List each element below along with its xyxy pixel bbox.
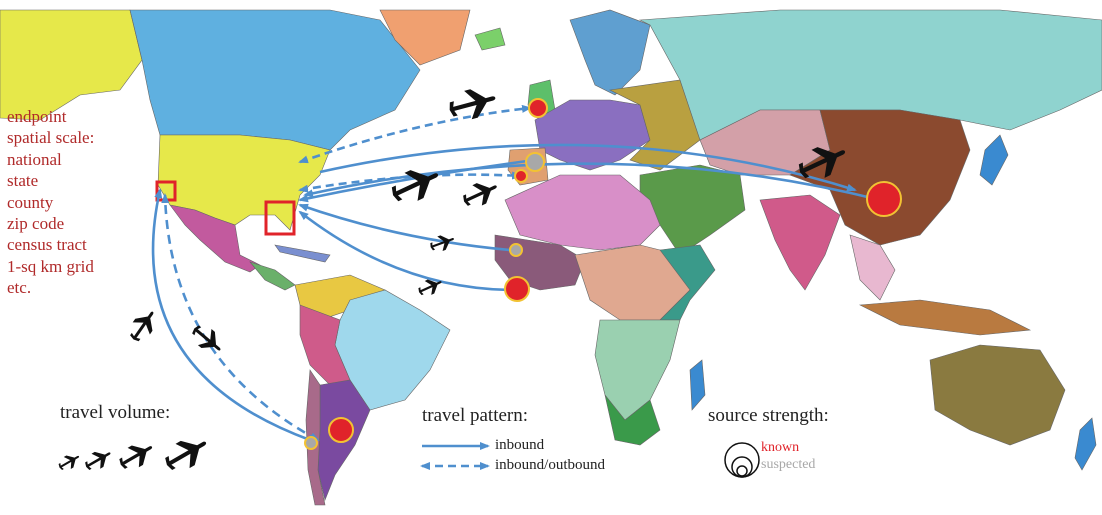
source-circle-icon xyxy=(528,98,548,118)
travel-volume-title: travel volume: xyxy=(60,402,171,423)
source-circle-icon xyxy=(509,243,523,257)
new-zealand xyxy=(1074,417,1097,471)
indonesia xyxy=(858,299,1032,336)
source-strength-legend-circles xyxy=(724,442,760,478)
endpoint-spatial-scale-panel: endpoint spatial scale: national state c… xyxy=(7,106,94,299)
source-strength-medium-circle xyxy=(731,456,753,478)
north-africa xyxy=(504,174,661,251)
scandinavia xyxy=(569,9,651,96)
scale-line: zip code xyxy=(7,214,65,234)
source-strength-small-circle xyxy=(736,465,748,477)
airplane-icon xyxy=(445,83,500,125)
southeast-asia xyxy=(849,234,896,301)
madagascar xyxy=(689,359,706,411)
suspected-label: suspected xyxy=(761,457,816,472)
flow-dashed-uk xyxy=(298,104,532,164)
known-label: known xyxy=(761,440,800,455)
scale-line: state xyxy=(7,171,39,191)
airplane-icon xyxy=(124,305,162,346)
australia xyxy=(929,344,1066,446)
travel-volume-legend-planes xyxy=(55,430,213,478)
source-strength-title: source strength: xyxy=(708,405,829,426)
travel-pattern-title: travel pattern: xyxy=(422,405,529,426)
source-circle-icon xyxy=(304,436,318,450)
middle-east xyxy=(639,164,746,256)
source-circle-icon xyxy=(504,276,530,302)
flow-dashed-iberia xyxy=(298,171,522,193)
travel-pattern-legend-lines xyxy=(420,442,490,470)
source-circle-icon xyxy=(328,417,354,443)
airplane-icon xyxy=(386,160,445,210)
scale-line: 1-sq km grid xyxy=(7,256,94,276)
scale-line: etc. xyxy=(7,278,32,298)
scale-line: endpoint xyxy=(7,107,67,126)
flow-china-return xyxy=(303,162,881,202)
source-circle-icon xyxy=(866,181,902,217)
japan xyxy=(979,134,1009,186)
central-america xyxy=(249,261,296,291)
scale-line: national xyxy=(7,149,62,169)
iceland xyxy=(474,27,506,51)
airplane-icon xyxy=(159,430,213,478)
flow-solid-westafrica1 xyxy=(298,203,511,252)
flow-solid-westafrica2 xyxy=(298,210,516,292)
source-strength-large-circle xyxy=(724,442,760,478)
airplane-icon xyxy=(81,445,115,475)
canada xyxy=(129,9,421,151)
source-circles xyxy=(304,98,902,450)
airplane-icon xyxy=(115,437,158,475)
inbound-outbound-label: inbound/outbound xyxy=(495,457,606,473)
scale-line: census tract xyxy=(7,235,87,255)
scale-line: spatial scale: xyxy=(7,128,95,148)
greenland xyxy=(379,9,471,66)
inbound-label: inbound xyxy=(495,437,545,453)
scale-line: county xyxy=(7,192,54,212)
caribbean xyxy=(274,244,331,263)
airplane-icon xyxy=(55,450,83,474)
landmasses xyxy=(0,9,1102,506)
alaska xyxy=(0,9,143,121)
source-circle-icon xyxy=(525,152,545,172)
china xyxy=(789,109,971,246)
south-africa xyxy=(604,394,661,446)
flow-china xyxy=(319,143,857,192)
europe-west xyxy=(534,99,651,171)
east-africa xyxy=(659,244,716,321)
airplane-icon xyxy=(187,320,227,359)
source-circle-icon xyxy=(514,169,528,183)
airplane-icon xyxy=(459,176,502,212)
india xyxy=(759,194,841,291)
